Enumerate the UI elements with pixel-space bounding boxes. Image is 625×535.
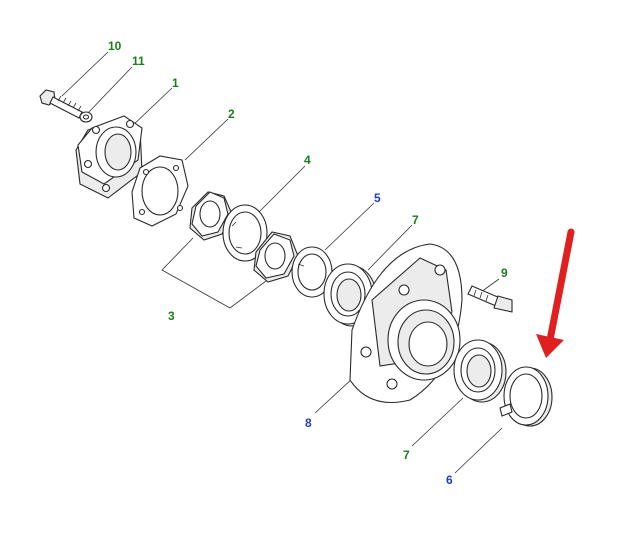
leader-8 (314, 377, 354, 414)
thrust-ring-icon (291, 246, 333, 298)
leader-lines (61, 51, 503, 474)
lock-washer-icon (222, 204, 268, 262)
callout-10: 10 (108, 39, 122, 53)
callout-6: 6 (446, 473, 453, 487)
bolt-icon (39, 89, 83, 119)
leader-7a (367, 224, 413, 271)
leader-11 (86, 66, 133, 115)
leader-2 (184, 118, 229, 161)
hub-flange-icon (349, 243, 463, 404)
leader-4 (257, 165, 306, 214)
leader-7b (411, 397, 464, 447)
callout-5: 5 (374, 191, 381, 205)
callout-7-outer: 7 (403, 448, 410, 462)
oil-seal-icon (499, 366, 553, 427)
leader-1 (129, 87, 173, 129)
leader-3 (161, 237, 271, 309)
callout-1: 1 (172, 76, 179, 90)
callout-2: 2 (228, 107, 235, 121)
hex-nut-icon (253, 231, 299, 283)
leader-6 (454, 427, 503, 474)
arrow-head (536, 334, 564, 358)
arrow-shaft (546, 228, 575, 344)
callout-labels: 10 11 1 2 4 5 7 9 3 8 7 6 (108, 39, 508, 487)
callout-7-inner: 7 (412, 213, 419, 227)
bearing-housing-icon (75, 115, 143, 199)
arrow-icon (536, 228, 575, 358)
leader-10 (61, 51, 109, 97)
callout-9: 9 (501, 266, 508, 280)
leader-9 (480, 278, 500, 293)
wheel-stud-icon (467, 285, 513, 313)
leader-5 (324, 202, 375, 251)
callout-8: 8 (305, 416, 312, 430)
callout-3: 3 (168, 309, 175, 323)
callout-11: 11 (132, 54, 145, 68)
callout-4: 4 (304, 153, 311, 167)
gasket-icon (131, 155, 189, 227)
washer-icon (79, 111, 93, 123)
hex-nut-icon (189, 191, 233, 241)
bearing-icon (453, 339, 507, 403)
